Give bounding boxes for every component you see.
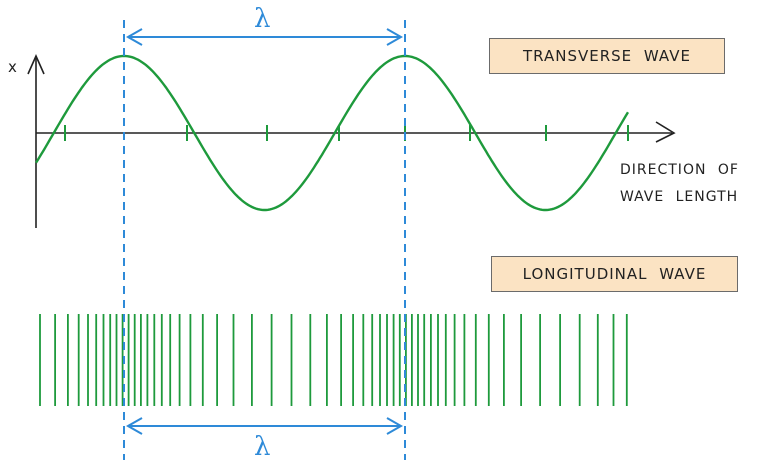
wavelength-label-top: λ (254, 4, 271, 34)
y-axis-arrowhead (27, 54, 45, 75)
longitudinal-wave (39, 314, 628, 406)
wavelength-arrowhead-bottom-right (386, 417, 404, 435)
wavelength-label-bottom: λ (254, 432, 271, 462)
x-axis-label: x (8, 58, 17, 76)
transverse-wave-curve (34, 54, 630, 212)
transverse-wave-label-text: TRANSVERSE WAVE (523, 47, 691, 65)
x-axis-arrowhead (655, 121, 676, 143)
direction-label-line2: WAVE LENGTH (620, 189, 739, 205)
longitudinal-wave-label: LONGITUDINAL WAVE (491, 256, 738, 292)
direction-label-line1: DIRECTION OF (620, 162, 739, 178)
wavelength-arrowhead-top-right (386, 28, 404, 46)
wavelength-arrowhead-top-left (125, 28, 143, 46)
wavelength-arrowhead-bottom-left (125, 417, 143, 435)
transverse-wave (34, 54, 630, 212)
longitudinal-wave-label-text: LONGITUDINAL WAVE (522, 265, 707, 283)
transverse-axes (27, 54, 676, 228)
wavelength-markers (123, 20, 406, 460)
transverse-wave-label: TRANSVERSE WAVE (489, 38, 725, 74)
